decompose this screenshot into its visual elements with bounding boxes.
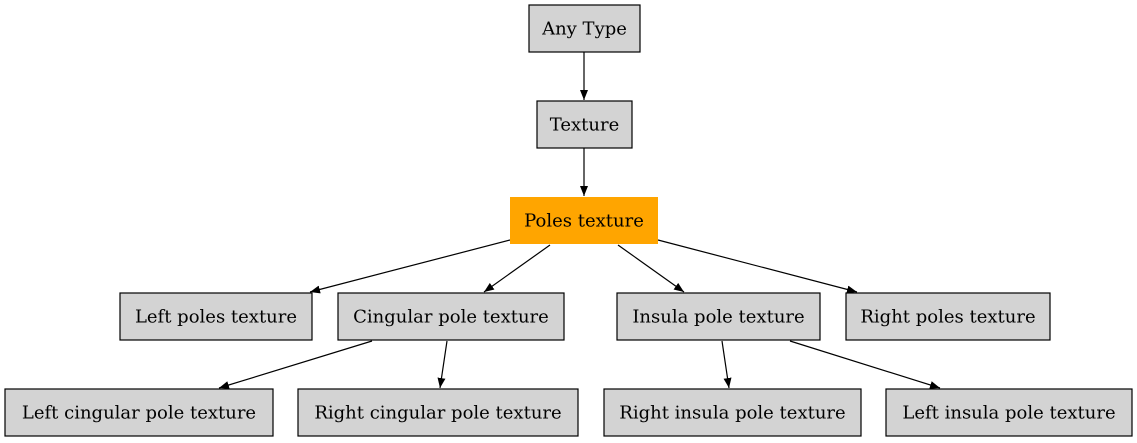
node-texture: Texture xyxy=(536,100,633,149)
node-left-cingular-pole-texture: Left cingular pole texture xyxy=(4,388,274,437)
node-box-left-insula-pole-texture xyxy=(885,388,1133,437)
node-label-right-cingular-pole-texture: Right cingular pole texture xyxy=(314,403,561,424)
node-box-right-cingular-pole-texture xyxy=(297,388,579,437)
node-any-type: Any Type xyxy=(528,4,641,53)
edge-poles-texture-to-cingular-pole-texture xyxy=(483,244,551,293)
node-label-insula-pole-texture: Insula pole texture xyxy=(632,307,804,328)
node-box-left-cingular-pole-texture xyxy=(4,388,274,437)
edge-poles-texture-to-left-poles-texture xyxy=(309,239,511,294)
edges-layer xyxy=(218,52,941,389)
node-label-texture: Texture xyxy=(550,115,620,136)
node-label-left-poles-texture: Left poles texture xyxy=(135,307,297,328)
edge-insula-pole-texture-to-right-insula-pole-texture xyxy=(721,340,732,389)
node-left-poles-texture: Left poles texture xyxy=(119,292,313,341)
node-label-right-poles-texture: Right poles texture xyxy=(860,307,1035,328)
node-label-right-insula-pole-texture: Right insula pole texture xyxy=(619,403,845,424)
node-poles-texture: Poles texture xyxy=(510,197,658,244)
node-cingular-pole-texture: Cingular pole texture xyxy=(337,292,565,341)
node-label-cingular-pole-texture: Cingular pole texture xyxy=(353,307,549,328)
edge-cingular-pole-texture-to-left-cingular-pole-texture xyxy=(218,340,373,389)
node-box-right-poles-texture xyxy=(845,292,1051,341)
node-right-poles-texture: Right poles texture xyxy=(845,292,1051,341)
node-insula-pole-texture: Insula pole texture xyxy=(616,292,821,341)
edge-poles-texture-to-insula-pole-texture xyxy=(617,244,685,293)
edge-cingular-pole-texture-to-right-cingular-pole-texture xyxy=(437,340,448,389)
node-label-poles-texture: Poles texture xyxy=(524,211,644,232)
node-label-any-type: Any Type xyxy=(541,19,627,40)
node-box-insula-pole-texture xyxy=(616,292,821,341)
node-left-insula-pole-texture: Left insula pole texture xyxy=(885,388,1133,437)
node-box-texture xyxy=(536,100,633,149)
node-box-left-poles-texture xyxy=(119,292,313,341)
node-right-insula-pole-texture: Right insula pole texture xyxy=(603,388,862,437)
node-right-cingular-pole-texture: Right cingular pole texture xyxy=(297,388,579,437)
node-box-cingular-pole-texture xyxy=(337,292,565,341)
node-box-right-insula-pole-texture xyxy=(603,388,862,437)
edge-poles-texture-to-right-poles-texture xyxy=(657,239,858,294)
node-box-any-type xyxy=(528,4,641,53)
node-label-left-cingular-pole-texture: Left cingular pole texture xyxy=(22,403,256,424)
edge-insula-pole-texture-to-left-insula-pole-texture xyxy=(789,340,941,389)
node-label-left-insula-pole-texture: Left insula pole texture xyxy=(902,403,1115,424)
node-box-poles-texture xyxy=(510,197,658,244)
